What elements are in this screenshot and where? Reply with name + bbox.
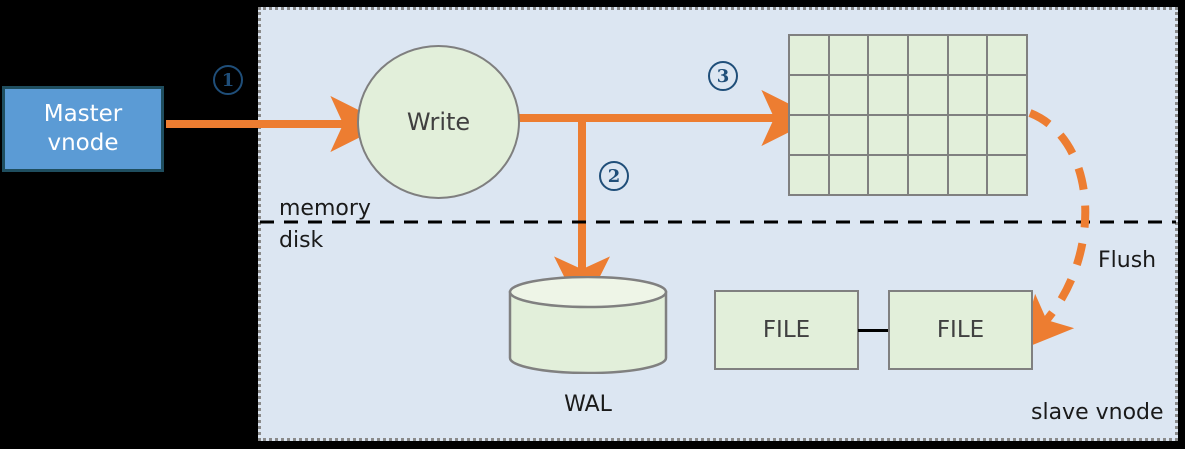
file-box-right-label: FILE — [936, 317, 985, 343]
memory-grid-cell — [948, 116, 987, 154]
step-marker-1: 1 — [213, 65, 243, 95]
memory-grid-cell — [988, 76, 1026, 114]
master-vnode-label-line2: vnode — [47, 130, 119, 156]
memory-label: memory — [279, 196, 371, 221]
memory-grid-cell — [988, 36, 1026, 74]
wal-label: WAL — [564, 392, 612, 417]
memory-grid-cell — [869, 156, 907, 194]
write-node[interactable]: Write — [357, 45, 520, 199]
memory-grid-cell — [790, 156, 828, 194]
memory-grid-cell — [909, 116, 947, 154]
memory-grid-cell — [869, 76, 907, 114]
memory-grid-cell — [829, 76, 868, 114]
memory-grid-cell — [829, 156, 868, 194]
memory-grid-cell — [909, 36, 947, 74]
memory-grid-cell — [829, 116, 868, 154]
memory-grid-cell — [909, 156, 947, 194]
file-box-right[interactable]: FILE — [888, 290, 1033, 370]
step-marker-3: 3 — [708, 61, 738, 91]
memory-grid-cell — [790, 116, 828, 154]
memory-skiplist-grid — [788, 34, 1028, 196]
memory-grid-cell — [948, 156, 987, 194]
disk-label: disk — [279, 228, 324, 253]
wal-cylinder[interactable] — [508, 275, 668, 375]
file-connector-line — [858, 329, 889, 332]
memory-grid-cell — [790, 36, 828, 74]
step-marker-2: 2 — [599, 161, 629, 191]
memory-grid-cell — [829, 36, 868, 74]
memory-grid-cell — [909, 76, 947, 114]
memory-grid-cell — [948, 76, 987, 114]
memory-grid-cell — [948, 36, 987, 74]
memory-grid-cell — [869, 116, 907, 154]
master-vnode-label-line1: Master — [43, 100, 123, 127]
memory-grid-cell — [790, 76, 828, 114]
file-box-left-label: FILE — [762, 317, 811, 343]
file-box-left[interactable]: FILE — [714, 290, 859, 370]
flush-label: Flush — [1098, 248, 1157, 273]
master-vnode-box[interactable]: Master vnode — [2, 86, 164, 172]
slave-vnode-label: slave vnode — [1031, 400, 1164, 425]
memory-grid-cell — [988, 156, 1026, 194]
memory-grid-cell — [988, 116, 1026, 154]
memory-grid-cell — [869, 36, 907, 74]
write-node-label: Write — [406, 108, 471, 136]
